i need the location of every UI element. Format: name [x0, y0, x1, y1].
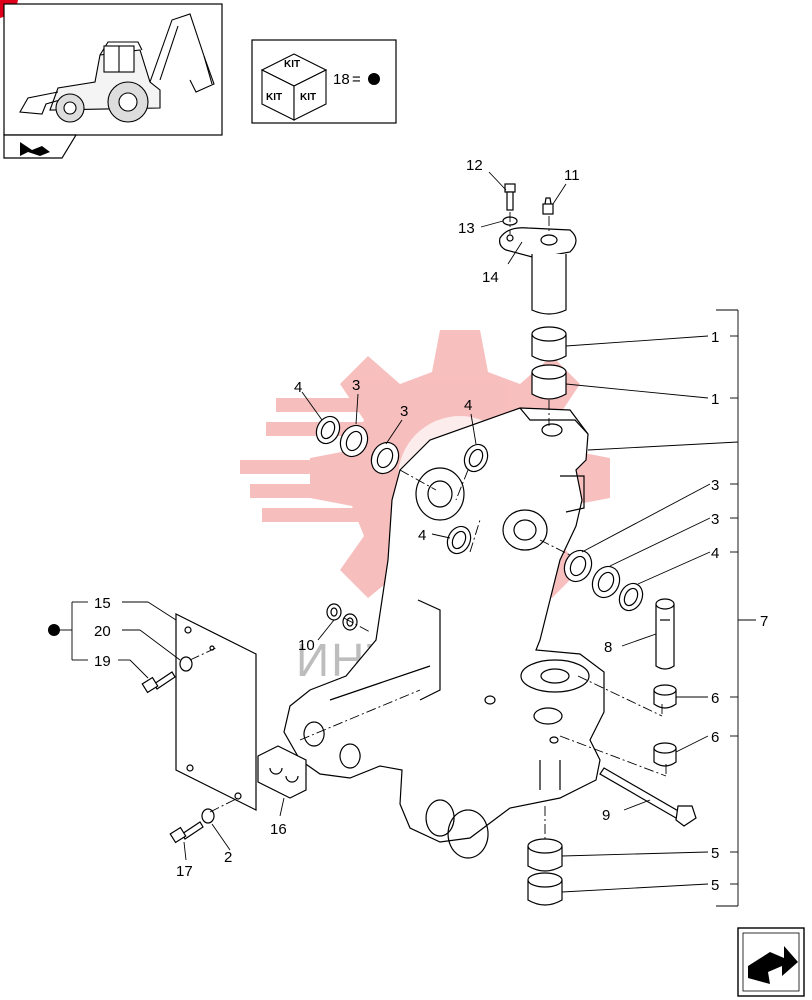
- kit-label-top: KIT: [284, 59, 300, 70]
- callout-17: 17: [176, 863, 193, 880]
- kit-box-icon: [260, 53, 328, 121]
- callout-4a: 4: [294, 379, 302, 396]
- machine-thumbnail: [3, 3, 223, 159]
- callout-13: 13: [458, 220, 475, 237]
- part-17-bolt: [169, 821, 204, 844]
- callout-4c: 4: [418, 527, 426, 544]
- part-19-bolt: [141, 671, 176, 694]
- kit-label-left: KIT: [266, 92, 282, 103]
- part-6-bushing-lower: [653, 742, 677, 767]
- callout-20: 20: [94, 623, 111, 640]
- kit-legend: KIT KIT KIT 18 =: [251, 39, 397, 124]
- callout-3d: 3: [711, 511, 719, 528]
- callout-12: 12: [466, 157, 483, 174]
- part-14-pin-plate: [499, 227, 577, 315]
- next-page-arrow-icon: [748, 946, 798, 984]
- part-3-bushing-right-b: [591, 565, 621, 599]
- part-10-nuts: [326, 603, 358, 631]
- part-1-bushing-upper: [531, 326, 567, 362]
- part-7-swing-frame: [283, 407, 605, 859]
- callout-1b: 1: [711, 391, 719, 408]
- kit-item-ref: 18: [333, 71, 350, 88]
- callout-labels: 1 1 2 3 3 3 3 4 4 4 4 5 5 6 6 7 8 9 10 1…: [94, 157, 768, 894]
- callout-19: 19: [94, 653, 111, 670]
- part-9-long-bolt: [599, 767, 697, 827]
- filled-circle-icon: [368, 73, 380, 85]
- callout-10: 10: [298, 637, 315, 654]
- callout-6a: 6: [711, 690, 719, 707]
- part-5-bushing-lower: [527, 872, 563, 906]
- part-16-bracket: [257, 745, 307, 799]
- callout-5a: 5: [711, 845, 719, 862]
- centre-lines: [189, 212, 667, 840]
- prev-page-arrow-icon: [20, 142, 50, 156]
- callout-2: 2: [224, 849, 232, 866]
- callout-14: 14: [482, 269, 499, 286]
- part-11-grease-nipple: [542, 197, 554, 215]
- part-4-ring-frame-upper: [463, 443, 489, 473]
- part-15-cover-plate: [175, 613, 257, 811]
- kit-equals: =: [352, 71, 361, 88]
- part-3-bushing-right-a: [563, 549, 593, 583]
- callout-16: 16: [270, 821, 287, 838]
- callout-11: 11: [564, 167, 580, 184]
- callout-7: 7: [760, 613, 768, 630]
- callout-9: 9: [602, 807, 610, 824]
- part-3-bushing-left-a: [339, 424, 369, 458]
- part-5-bushing-upper: [527, 838, 563, 872]
- part-20-washer: [179, 656, 193, 672]
- backhoe-loader-icon: [19, 13, 215, 123]
- next-page-button[interactable]: [737, 927, 805, 997]
- part-4-ring-frame-lower: [446, 525, 472, 555]
- callout-1a: 1: [711, 329, 719, 346]
- callout-6b: 6: [711, 729, 719, 746]
- callout-3a: 3: [352, 377, 360, 394]
- leader-lines: [60, 171, 756, 907]
- part-12-bolt: [504, 183, 516, 211]
- parts-drawing: [60, 171, 756, 907]
- callout-3c: 3: [711, 477, 719, 494]
- part-4-ring-left: [315, 415, 341, 445]
- callout-15: 15: [94, 595, 111, 612]
- callout-8: 8: [604, 639, 612, 656]
- part-1-bushing-lower: [531, 364, 567, 400]
- callout-3b: 3: [400, 403, 408, 420]
- callout-4d: 4: [711, 545, 719, 562]
- callout-5b: 5: [711, 877, 719, 894]
- part-8-pin: [655, 598, 675, 670]
- part-3-bushing-left-b: [370, 441, 400, 475]
- kit-dot-marker: [48, 624, 60, 636]
- part-6-bushing-upper: [653, 684, 677, 709]
- part-2-washer: [201, 808, 215, 824]
- part-4-ring-right: [618, 582, 644, 612]
- kit-label-right: KIT: [300, 92, 316, 103]
- callout-4b: 4: [464, 397, 472, 414]
